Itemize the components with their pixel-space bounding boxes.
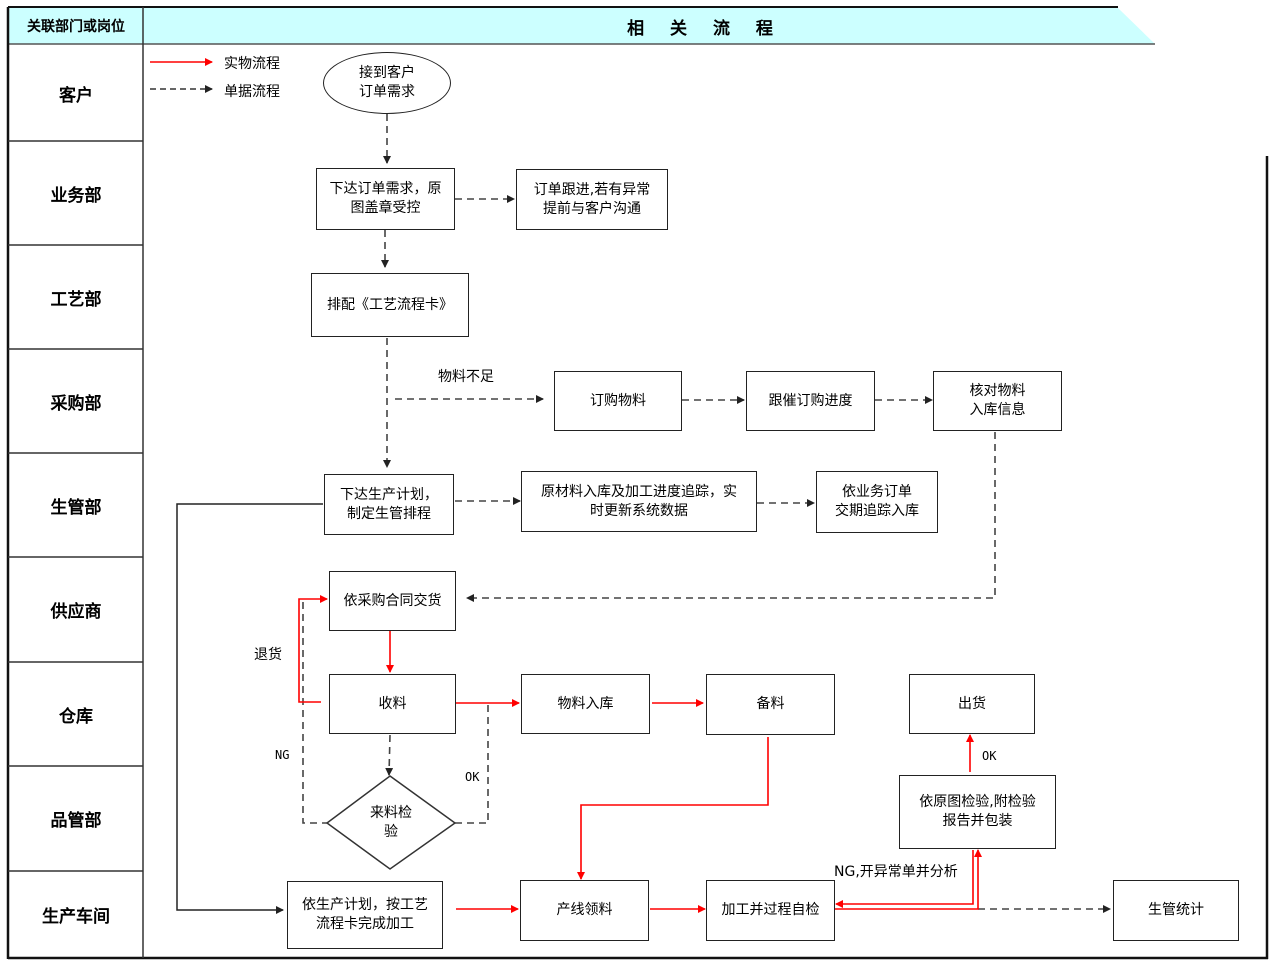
legend-physical-label: 实物流程 [224,56,280,72]
edge-inspection-ok [455,703,489,824]
legend-document-label: 单据流程 [224,84,280,100]
node-receive-material[interactable]: 收料 [329,674,456,734]
lane-label-sales: 业务部 [50,185,102,206]
label-ng-process: NG,开异常单并分析 [834,864,958,880]
node-final-inspection[interactable]: 依原图检验,附检验 报告并包装 [899,775,1056,849]
node-material-storage[interactable]: 物料入库 [521,674,650,734]
node-order-follow[interactable]: 订单跟进,若有异常 提前与客户沟通 [516,169,668,230]
node-track-progress[interactable]: 原材料入库及加工进度追踪，实 时更新系统数据 [521,471,757,532]
lane-label-warehouse: 仓库 [59,706,93,727]
lane-label-supplier: 供应商 [50,602,102,622]
edge-inspection-ng [302,600,329,824]
edge-ng-back-to-selfcheck [835,850,974,908]
lane-dividers [8,140,143,872]
node-verify-material[interactable]: 核对物料 入库信息 [933,371,1062,431]
flow-column-header: 相 关 流 程 [627,18,783,39]
edge-verify-to-supplier [466,432,996,602]
node-production-stats[interactable]: 生管统计 [1113,880,1239,941]
edge-receive-to-inspection [385,734,394,776]
node-prepare-material[interactable]: 备料 [706,674,835,735]
node-production-plan[interactable]: 下达生产计划， 制定生管排程 [324,474,454,535]
node-supplier-delivery[interactable]: 依采购合同交货 [329,571,456,631]
lane-label-production-control: 生管部 [50,497,102,518]
lane-label-engineering: 工艺部 [50,289,102,310]
node-process-self-check[interactable]: 加工并过程自检 [706,880,835,941]
lane-label-purchasing: 采购部 [50,393,102,414]
label-ng-incoming: NG [275,748,290,762]
incoming-inspection-diamond[interactable] [325,775,457,870]
label-ok-incoming: OK [465,770,480,784]
node-line-pick[interactable]: 产线领料 [520,880,649,941]
label-material-shortage: 物料不足 [438,369,494,385]
label-return-goods: 退货 [254,647,282,663]
node-issue-order[interactable]: 下达订单需求，原 图盖章受控 [316,168,455,230]
edge-prepare-to-linepick [577,737,769,880]
node-process-card[interactable]: 排配《工艺流程卡》 [311,273,469,337]
node-order-material[interactable]: 订购物料 [554,371,682,431]
node-shipment[interactable]: 出货 [909,674,1035,734]
lane-label-quality: 品管部 [50,811,102,831]
edge-plan-to-processing [176,503,323,914]
node-processing[interactable]: 依生产计划，按工艺 流程卡完成加工 [287,881,443,949]
header-band [9,8,1155,44]
lane-label-customer: 客户 [59,85,93,106]
edge-return-goods [298,595,328,703]
edge-selfcheck-to-final [834,849,982,910]
label-ok-final: OK [982,749,997,763]
node-follow-purchase[interactable]: 跟催订购进度 [746,371,875,431]
incoming-inspection-text: 来料检 验 [370,805,412,840]
lane-label-workshop: 生产车间 [42,907,110,927]
dept-column-header: 关联部门或岗位 [27,19,125,35]
node-receive-order[interactable]: 接到客户 订单需求 [323,52,451,114]
incoming-inspection-label: 来料检 验 [329,796,453,850]
node-track-delivery[interactable]: 依业务订单 交期追踪入库 [816,471,938,533]
